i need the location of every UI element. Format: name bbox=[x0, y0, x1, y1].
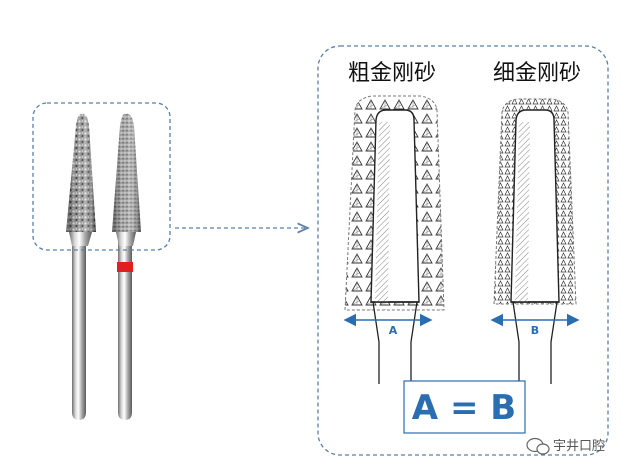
wechat-icon bbox=[526, 437, 550, 455]
equation-box bbox=[403, 380, 526, 434]
fine-schematic: B bbox=[490, 98, 580, 384]
highlight-box bbox=[32, 102, 171, 251]
width-label-b: B bbox=[531, 324, 539, 337]
fine-bur-shank bbox=[118, 232, 132, 420]
bur-photos bbox=[32, 102, 171, 420]
watermark-text: 宇井口腔 bbox=[553, 439, 605, 454]
fine-bur-neck bbox=[116, 232, 136, 246]
fine-bur-photo bbox=[112, 113, 141, 420]
coarse-schematic: A bbox=[343, 95, 445, 384]
coarse-bur-shank bbox=[72, 232, 86, 420]
fine-title: 细金刚砂 bbox=[493, 61, 581, 86]
coarse-bur-photo bbox=[66, 113, 96, 420]
watermark: 宇井口腔 bbox=[526, 437, 605, 455]
coarse-bur-neck bbox=[69, 232, 92, 246]
equation-text: A = B bbox=[412, 388, 516, 428]
red-band bbox=[117, 262, 133, 272]
coarse-title: 粗金刚砂 bbox=[348, 61, 436, 86]
width-label-a: A bbox=[389, 324, 398, 337]
